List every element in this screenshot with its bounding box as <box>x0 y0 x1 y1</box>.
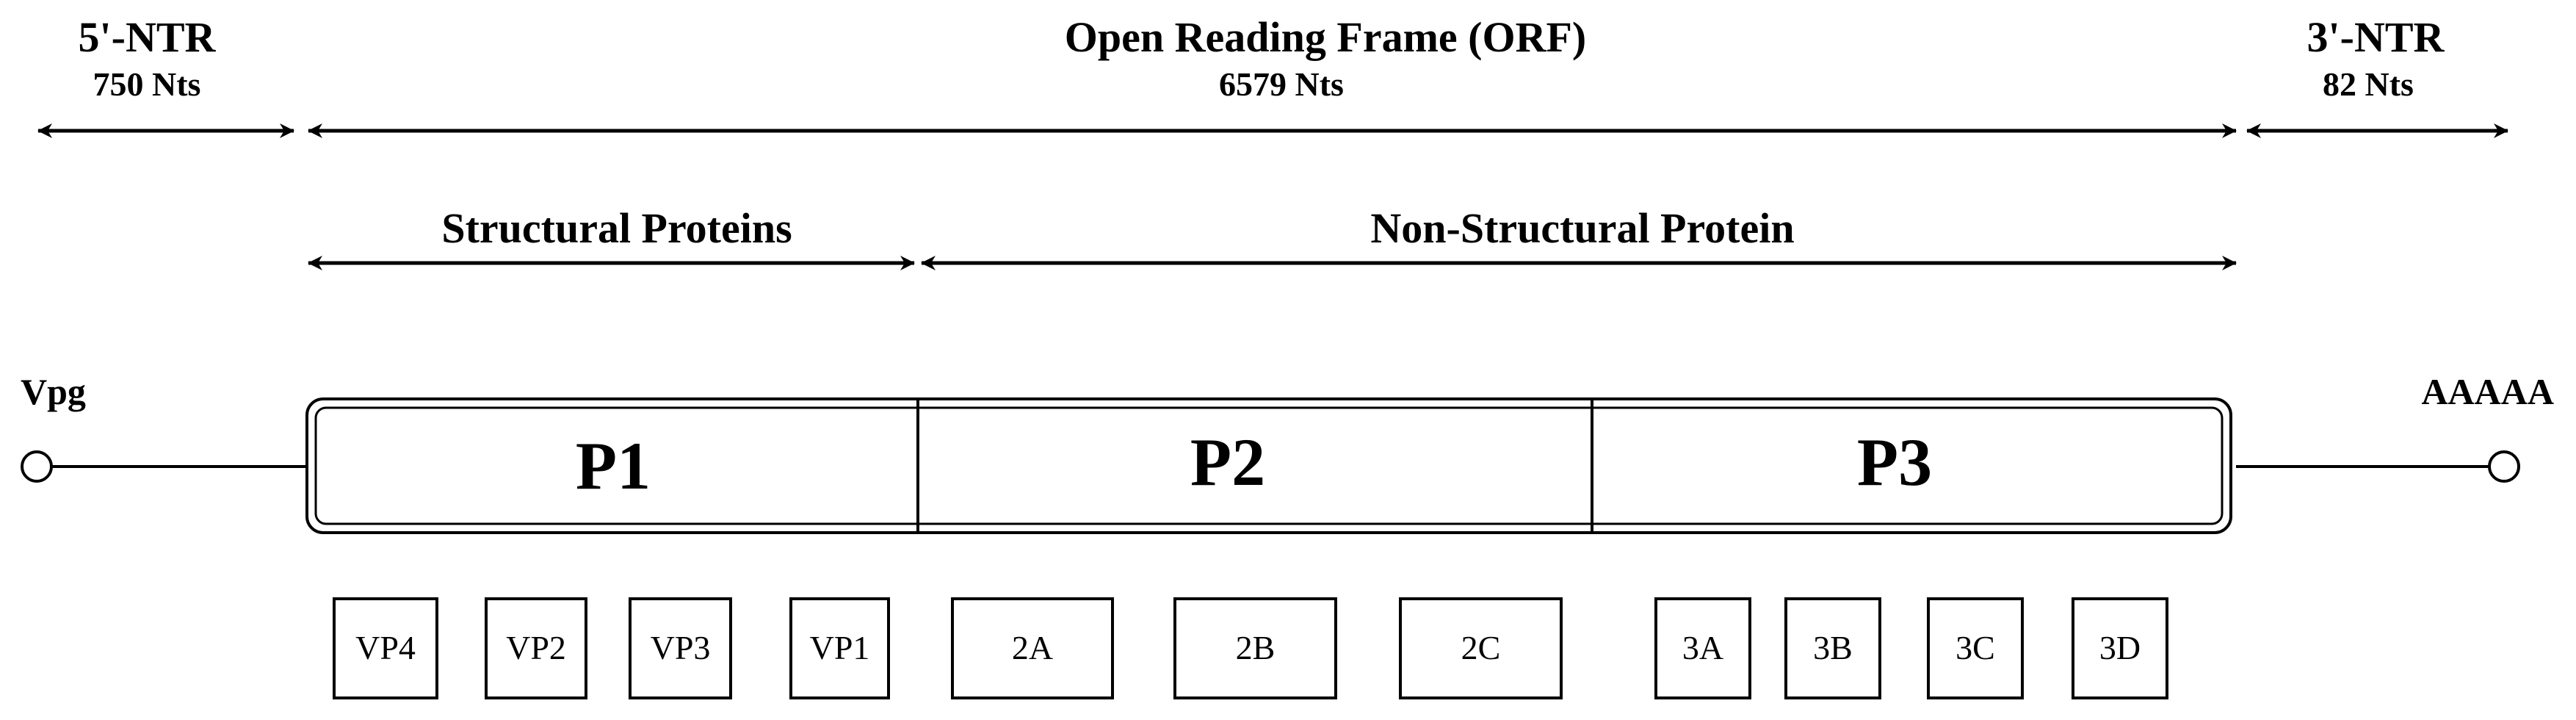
protein-box-vp2 <box>485 597 587 699</box>
protein-box-3c <box>1927 597 2024 699</box>
p2-label: P2 <box>1190 425 1265 500</box>
utr5-length: 750 Nts <box>93 65 201 103</box>
utr3-length: 82 Nts <box>2323 65 2414 103</box>
nonstructural-label: Non-Structural Protein <box>1370 204 1794 252</box>
protein-box-2b <box>1173 597 1337 699</box>
protein-label-vp4: VP4 <box>355 629 416 666</box>
protein-box-2a <box>951 597 1114 699</box>
protein-box-vp1 <box>789 597 890 699</box>
protein-label-3b: 3B <box>1813 629 1853 666</box>
polyprotein-outer-border <box>305 397 2232 534</box>
structural-label: Structural Proteins <box>441 204 792 252</box>
protein-label-3c: 3C <box>1955 629 1995 666</box>
polya-circle <box>2488 450 2520 483</box>
protein-box-vp3 <box>629 597 732 699</box>
protein-label-2a: 2A <box>1012 629 1053 666</box>
protein-label-3a: 3A <box>1682 629 1723 666</box>
protein-box-vp4 <box>333 597 438 699</box>
p1-label: P1 <box>576 428 651 503</box>
protein-label-2b: 2B <box>1236 629 1276 666</box>
polyprotein-inner-border <box>314 406 2224 525</box>
polya-label: AAAAA <box>2421 371 2554 412</box>
protein-box-3a <box>1654 597 1751 699</box>
vpg-circle <box>21 450 53 483</box>
protein-label-2c: 2C <box>1461 629 1501 666</box>
protein-boxes: VP4 VP2 VP3 VP1 2A 2B 2C 3A 3B 3C 3D <box>333 597 2168 699</box>
protein-box-3d <box>2072 597 2168 699</box>
vpg-label: Vpg <box>21 371 86 412</box>
utr5-label: 5'-NTR <box>79 13 217 61</box>
protein-label-vp3: VP3 <box>651 629 711 666</box>
protein-label-3d: 3D <box>2099 629 2141 666</box>
protein-box-2c <box>1399 597 1563 699</box>
protein-label-vp1: VP1 <box>810 629 870 666</box>
orf-length: 6579 Nts <box>1219 65 1344 103</box>
orf-label: Open Reading Frame (ORF) <box>1065 13 1586 61</box>
utr3-label: 3'-NTR <box>2307 13 2445 61</box>
protein-box-3b <box>1784 597 1881 699</box>
protein-label-vp2: VP2 <box>506 629 566 666</box>
p3-label: P3 <box>1857 425 1932 500</box>
